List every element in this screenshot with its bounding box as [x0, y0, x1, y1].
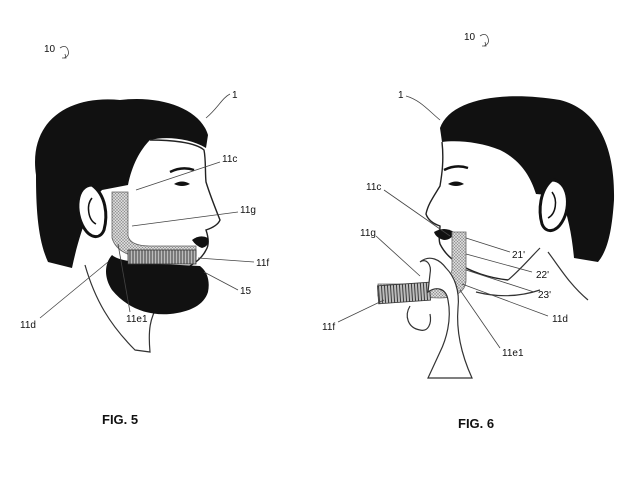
fig5-label-head: 1 [232, 90, 238, 101]
fig6-leader-e1 [459, 289, 501, 349]
fig5-face-profile [149, 139, 221, 267]
fig6-leader-21 [465, 237, 511, 253]
fig6-eyebrow [443, 165, 469, 172]
fig6-thumb [406, 305, 432, 331]
fig5-comb-teeth [127, 249, 197, 265]
fig6-label-f: 11f [322, 322, 335, 333]
fig6-jaw-neck [475, 247, 589, 301]
fig5-ear-inner [87, 197, 97, 225]
fig5-label-c: 11c [222, 154, 237, 165]
fig5-label-d: 11d [20, 320, 36, 331]
fig6-label-head: 1 [398, 90, 404, 101]
fig5-mustache [192, 236, 209, 248]
fig6-label-e1: 11e1 [502, 348, 524, 359]
fig5-label-g: 11g [240, 205, 256, 216]
fig6-ear [538, 178, 569, 232]
fig5-hair [35, 98, 208, 268]
fig5-eyebrow [169, 167, 195, 174]
fig5-label-f: 11f [256, 258, 269, 269]
fig5-leader-d [39, 261, 109, 319]
fig6-leader-c [383, 189, 451, 237]
fig6-hair [440, 96, 615, 263]
fig6-ear-inner [547, 191, 557, 219]
fig5-label-e1: 11e1 [126, 314, 148, 325]
fig6-leader-22 [465, 253, 533, 273]
fig6-leader-f [337, 299, 385, 323]
fig6-label-c: 11c [366, 182, 381, 193]
fig6-label-22: 22' [536, 270, 549, 281]
fig6-leader-d [461, 283, 549, 317]
fig5-leader-c [135, 161, 221, 191]
fig5-leader-e1 [117, 243, 131, 313]
fig6-ref-label: 10 [464, 32, 476, 43]
fig6-label-g: 11g [360, 228, 376, 239]
fig6-label-23: 23' [538, 290, 551, 301]
fig5-ref-arrow [59, 46, 69, 59]
fig6-leader-23 [465, 269, 535, 293]
fig6-leader-g [375, 235, 421, 277]
fig5-ref-label: 10 [44, 44, 56, 55]
fig6-eye [448, 181, 464, 186]
fig5-ref-arrowhead [62, 53, 67, 59]
fig5-leader-g [131, 211, 239, 227]
fig6-label-d: 11d [552, 314, 568, 325]
figure-6: 10 1 11c 11g 11f [322, 32, 615, 431]
fig5-beard [106, 255, 209, 315]
fig6-comb-teeth [377, 281, 431, 305]
fig5-neck [84, 264, 159, 353]
fig6-caption: FIG. 6 [458, 416, 494, 431]
fig5-caption: FIG. 5 [102, 412, 138, 427]
fig5-comb-guide [111, 191, 197, 259]
fig6-hand [419, 257, 473, 379]
fig6-mustache [434, 229, 454, 240]
figure-5: 10 1 11c 11g 11f 15 11d [20, 44, 269, 427]
fig6-face-profile [425, 141, 509, 281]
fig6-leader-head [405, 95, 441, 121]
fig6-ref-arrow [479, 34, 489, 47]
fig6-ref-arrowhead [482, 41, 487, 47]
fig5-leader-f [197, 257, 255, 263]
fig6-label-21: 21' [512, 250, 525, 261]
fig5-leader-head [205, 93, 231, 119]
fig5-leader-beard [203, 271, 239, 291]
fig5-ear [76, 183, 108, 238]
fig5-label-beard: 15 [240, 286, 252, 297]
fig5-eye [174, 181, 190, 186]
